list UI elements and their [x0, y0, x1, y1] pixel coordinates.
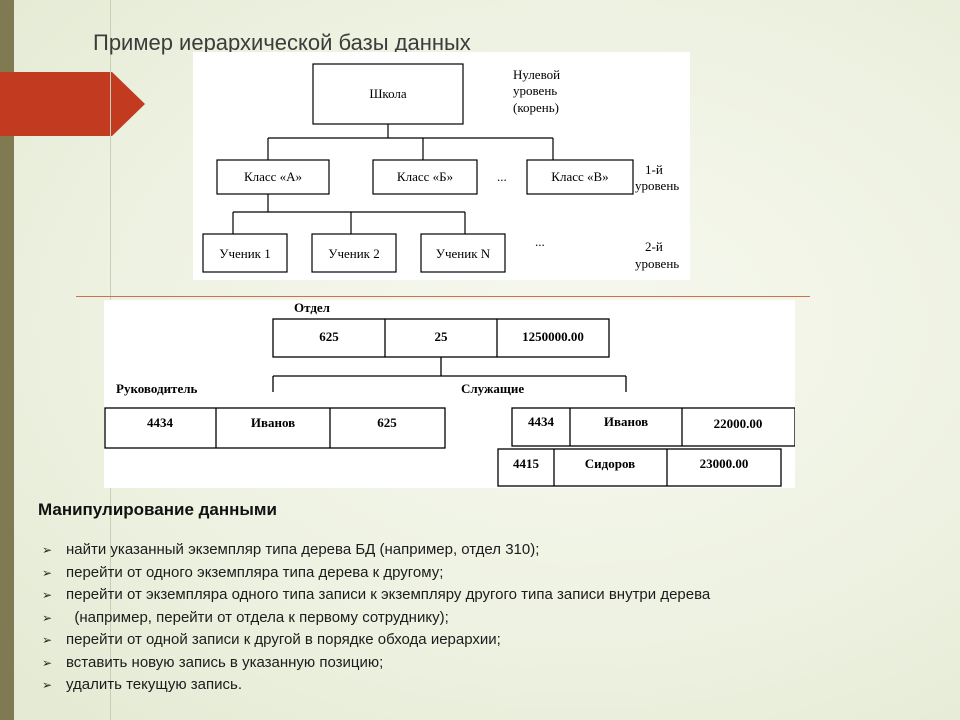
- list-item: ➢перейти от одного экземпляра типа дерев…: [42, 562, 710, 585]
- level2-note-line-2: уровень: [635, 256, 679, 271]
- level1-note-line-2: уровень: [635, 178, 679, 193]
- level2-node-n-box: [420, 233, 506, 273]
- level2-node-2-box: [311, 233, 397, 273]
- tree-diagram: Школа Нулевой уровень (корень) Класс «А»…: [193, 52, 690, 280]
- list-item: ➢ (например, перейти от отдела к первому…: [42, 607, 710, 630]
- bullet-arrow-icon: ➢: [42, 588, 53, 602]
- manager-label: Руководитель: [116, 381, 198, 396]
- level1-note-line-1: 1-й: [645, 162, 663, 177]
- list-item: ➢перейти от экземпляра одного типа запис…: [42, 584, 710, 607]
- employee2-record-box: [497, 448, 782, 487]
- arrow-accent-icon: [0, 72, 145, 136]
- bullet-arrow-icon: ➢: [42, 655, 53, 670]
- employee2-field-2: Сидоров: [585, 456, 635, 471]
- slide-title: Пример иерархической базы данных: [93, 30, 471, 55]
- root-note-line-1: Нулевой: [513, 67, 560, 82]
- separator-line: [76, 296, 810, 297]
- level1-node-b-box: [372, 159, 478, 195]
- root-note-line-3: (корень): [513, 100, 559, 115]
- level1-node-a-box: [216, 159, 330, 195]
- dept-field-1: 625: [319, 329, 339, 344]
- level2-ellipsis: ...: [535, 234, 545, 249]
- bullet-arrow-icon: ➢: [42, 543, 53, 557]
- section-heading: Манипулирование данными: [38, 500, 277, 519]
- bullet-arrow-icon: ➢: [42, 610, 53, 625]
- manager-record-box: [104, 407, 446, 449]
- employees-label: Служащие: [461, 381, 524, 396]
- bullet-arrow-icon: ➢: [42, 633, 53, 647]
- record-diagram: Отдел 625 25 1250000.00 Руководитель Слу…: [104, 300, 796, 488]
- level2-node-2-label: Ученик 2: [328, 246, 380, 261]
- bullet-list: ➢найти указанный экземпляр типа дерева Б…: [42, 539, 710, 697]
- manager-field-3: 625: [377, 415, 397, 430]
- dept-label: Отдел: [294, 300, 330, 315]
- left-accent-bar: [0, 0, 14, 720]
- root-note-line-2: уровень: [513, 83, 557, 98]
- level1-node-a-label: Класс «А»: [244, 169, 302, 184]
- employee1-field-1: 4434: [528, 414, 555, 429]
- employee2-field-3: 23000.00: [700, 456, 749, 471]
- bullet-arrow-icon: ➢: [42, 678, 53, 692]
- level1-node-b-label: Класс «Б»: [397, 169, 453, 184]
- list-item: ➢вставить новую запись в указанную позиц…: [42, 652, 710, 675]
- level1-node-v-label: Класс «В»: [551, 169, 608, 184]
- dept-field-2: 25: [435, 329, 449, 344]
- employee2-field-1: 4415: [513, 456, 540, 471]
- list-item: ➢перейти от одной записи к другой в поря…: [42, 629, 710, 652]
- root-node-label: Школа: [369, 86, 407, 101]
- list-item: ➢найти указанный экземпляр типа дерева Б…: [42, 539, 710, 562]
- manager-field-2: Иванов: [251, 415, 295, 430]
- manager-field-1: 4434: [147, 415, 174, 430]
- dept-field-3: 1250000.00: [522, 329, 584, 344]
- level1-ellipsis: ...: [497, 169, 507, 184]
- list-item: ➢удалить текущую запись.: [42, 674, 710, 697]
- level2-node-1-label: Ученик 1: [219, 246, 271, 261]
- employee1-field-3: 22000.00: [714, 416, 763, 431]
- level1-node-v-box: [526, 159, 634, 195]
- level2-note-line-1: 2-й: [645, 239, 663, 254]
- level2-node-1-box: [202, 233, 288, 273]
- level2-node-n-label: Ученик N: [436, 246, 491, 261]
- bullet-arrow-icon: ➢: [42, 565, 53, 580]
- employee1-field-2: Иванов: [604, 414, 648, 429]
